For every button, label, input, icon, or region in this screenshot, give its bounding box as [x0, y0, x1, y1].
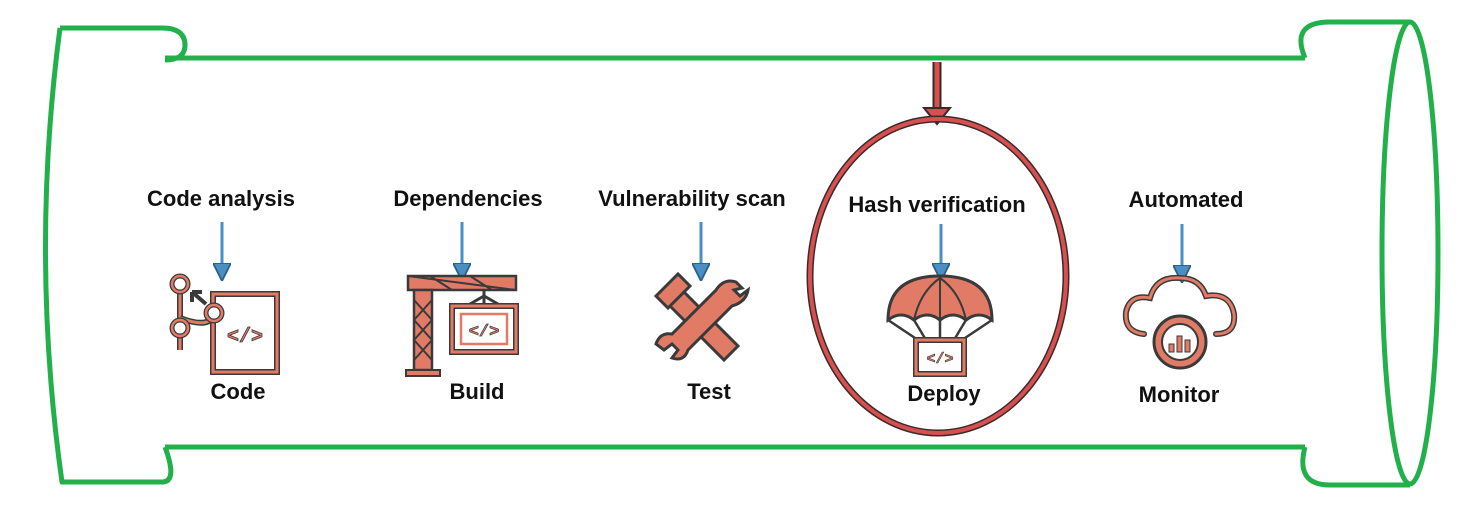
deploy-highlight	[806, 62, 1070, 437]
git-branch-code-icon: </>	[169, 273, 280, 375]
svg-text:</>: </>	[227, 326, 263, 349]
input-arrows	[222, 222, 1182, 274]
stage-name-test: Test	[687, 379, 731, 404]
stage-title-test: Vulnerability scan	[598, 186, 786, 211]
wrench-hammer-icon	[653, 271, 751, 363]
pipe-right-cap	[1298, 19, 1410, 488]
stage-title-build: Dependencies	[393, 186, 543, 211]
stage-title-monitor: Automated	[1128, 187, 1244, 212]
pipe	[43, 19, 1441, 488]
stage-name-code: Code	[210, 379, 266, 404]
stage-name-build: Build	[449, 379, 505, 404]
stage-name-monitor: Monitor	[1138, 382, 1220, 407]
svg-text:</>: </>	[926, 351, 953, 368]
cloud-chart-icon	[1122, 274, 1238, 370]
stage-title-deploy: Hash verification	[848, 192, 1026, 217]
pipe-left-cap	[43, 25, 188, 485]
stage-title-code: Code analysis	[147, 186, 295, 211]
crane-build-icon: </>	[405, 274, 519, 377]
pipe-right-rim	[1379, 19, 1441, 487]
svg-text:</>: </>	[469, 323, 500, 342]
stage-name-deploy: Deploy	[907, 381, 981, 406]
parachute-deploy-icon: </>	[886, 274, 994, 377]
